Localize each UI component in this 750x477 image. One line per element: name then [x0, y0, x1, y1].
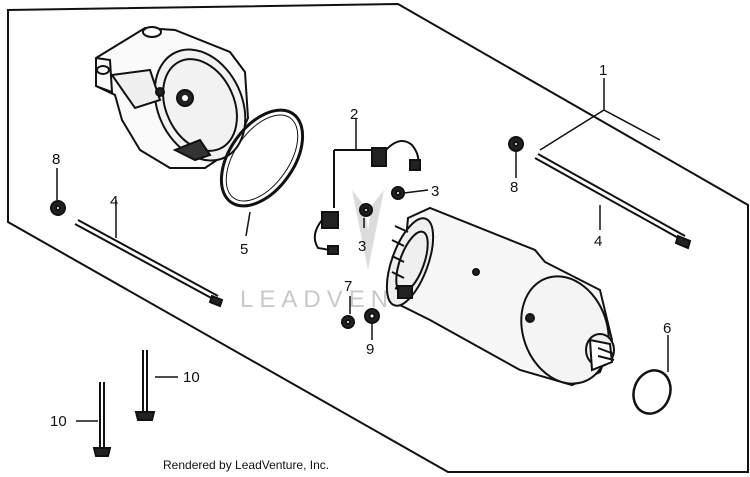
- callout-10-upper: 10: [183, 369, 200, 386]
- o-ring-large: [219, 108, 305, 208]
- callout-7: 7: [344, 278, 352, 295]
- brush-set: [313, 140, 421, 255]
- callout-8-right: 8: [510, 179, 518, 196]
- diagram-frame: [7, 2, 749, 473]
- callout-10-lower: 10: [50, 413, 67, 430]
- callout-6: 6: [663, 320, 671, 337]
- callout-8-left: 8: [52, 151, 60, 168]
- bracket-housing: [95, 26, 250, 169]
- callout-2: 2: [350, 106, 358, 123]
- nuts-8: [50, 136, 524, 216]
- nuts-3: [359, 186, 405, 217]
- nut-7-washer-9: [341, 308, 380, 329]
- callout-3-lower: 3: [358, 238, 366, 255]
- callout-9: 9: [366, 341, 374, 358]
- starter-motor: [385, 206, 615, 387]
- o-ring-small: [632, 369, 672, 415]
- render-credit: Rendered by LeadVenture, Inc.: [163, 458, 330, 472]
- callout-5: 5: [240, 241, 248, 258]
- through-bolts: [74, 153, 692, 308]
- flange-bolts: [92, 350, 156, 457]
- leadventure-logo-mark: [352, 190, 384, 270]
- callout-3-upper: 3: [431, 183, 439, 200]
- leader-lines: [56, 78, 669, 422]
- callout-1: 1: [599, 62, 607, 79]
- callout-4-right: 4: [594, 233, 602, 250]
- callout-4-left: 4: [110, 193, 118, 210]
